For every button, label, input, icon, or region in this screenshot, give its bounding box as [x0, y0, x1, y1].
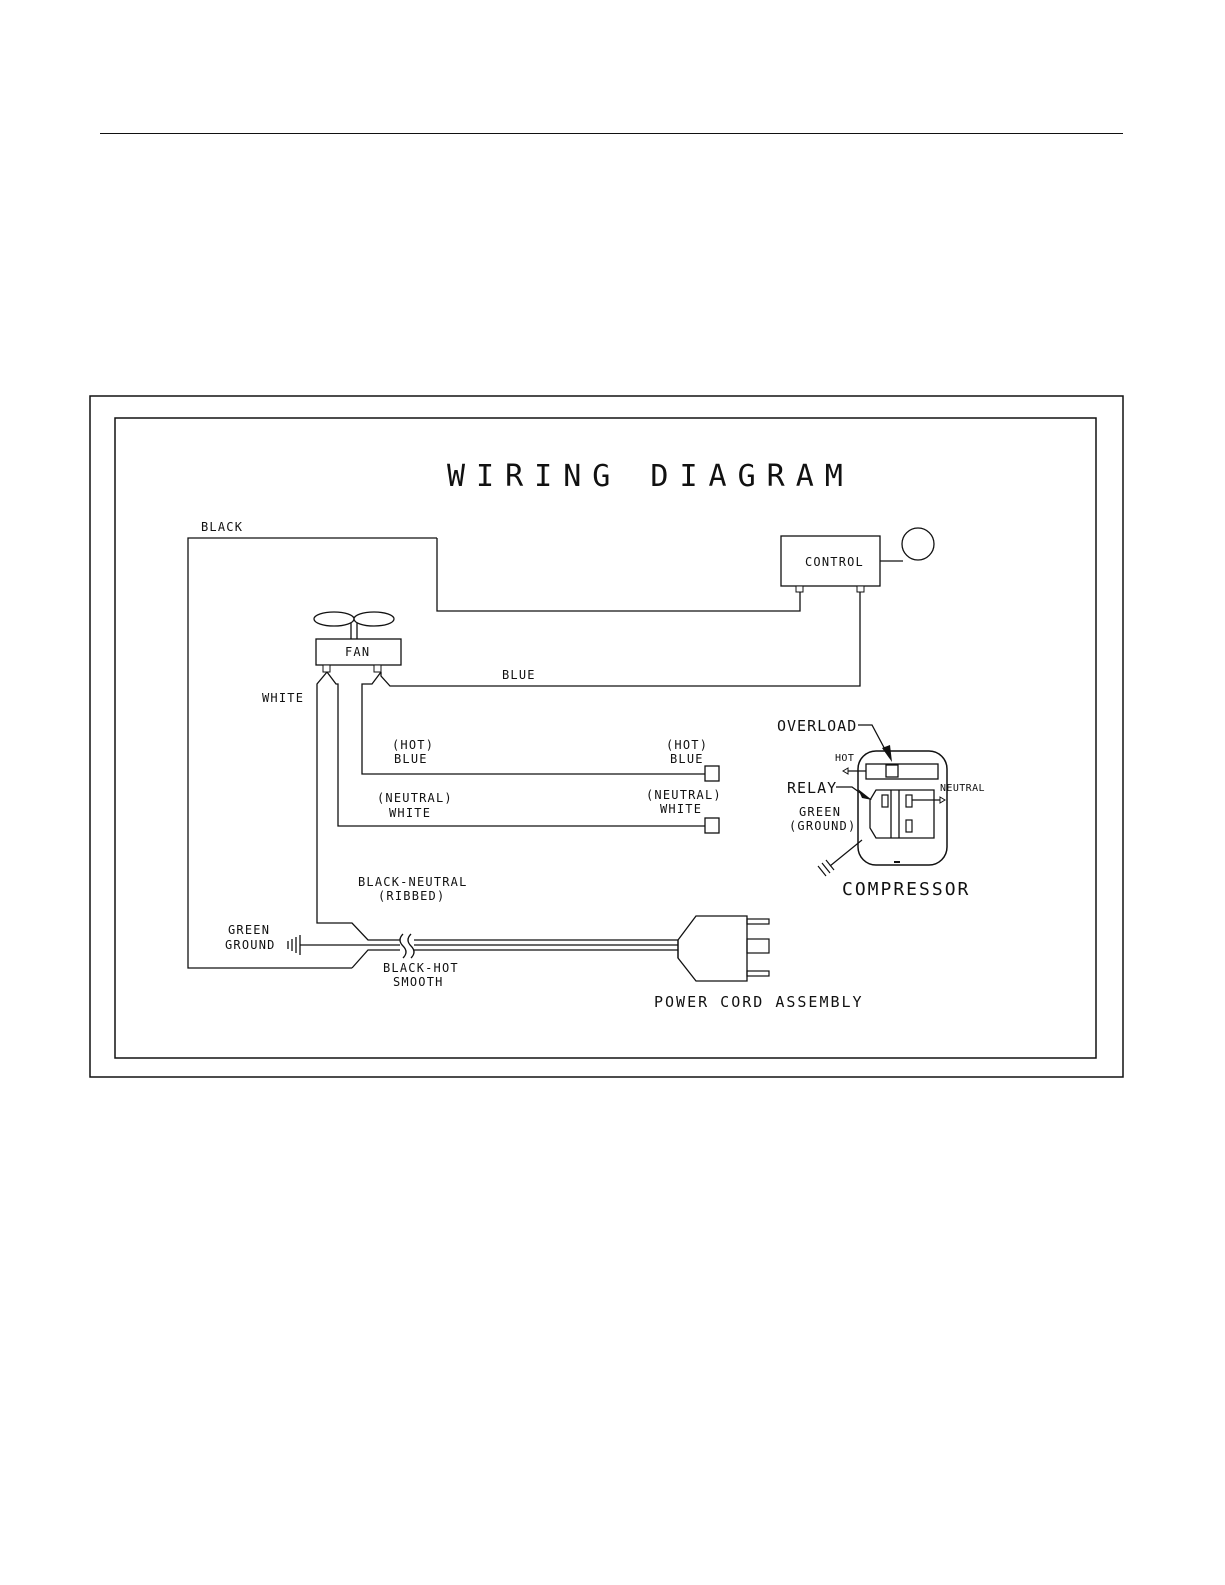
label-black: BLACK: [201, 520, 243, 534]
label-white-left: WHITE: [389, 806, 431, 820]
power-cord: [300, 934, 678, 968]
label-compressor: COMPRESSOR: [842, 879, 970, 900]
label-ground-left: GROUND: [225, 938, 276, 952]
ground-symbol-left: [288, 935, 300, 955]
label-fan: FAN: [345, 645, 370, 659]
fan-icon: [314, 612, 394, 639]
label-blue-left: BLUE: [394, 752, 428, 766]
label-hot-right: (HOT): [666, 738, 708, 752]
label-overload: OVERLOAD: [777, 717, 857, 735]
hot-terminal: [705, 766, 719, 781]
label-relay: RELAY: [787, 779, 837, 797]
label-hot-small: HOT: [835, 753, 854, 764]
neutral-terminal: [705, 818, 719, 833]
ground-symbol-right: [818, 840, 862, 876]
label-green-left: GREEN: [228, 923, 270, 937]
label-green-right: GREEN: [799, 805, 841, 819]
plug-icon: [678, 916, 769, 981]
label-control: CONTROL: [805, 555, 864, 569]
black-wire: [188, 538, 800, 968]
outer-frame: [90, 396, 1123, 1077]
sensor-bulb: [902, 528, 934, 560]
label-ground-right: (GROUND): [789, 819, 856, 833]
label-neutral-left: (NEUTRAL): [377, 791, 453, 805]
control-blue-wire: [381, 592, 860, 686]
label-black-neutral: BLACK-NEUTRAL: [358, 875, 468, 889]
label-power-cord-assembly: POWER CORD ASSEMBLY: [654, 993, 864, 1011]
label-blue-right: BLUE: [670, 752, 704, 766]
label-blue: BLUE: [502, 668, 536, 682]
inner-frame: [115, 418, 1096, 1058]
label-neutral-right: (NEUTRAL): [646, 788, 722, 802]
label-neutral-small: NEUTRAL: [940, 783, 985, 794]
label-white: WHITE: [262, 691, 304, 705]
relay-component: [870, 790, 945, 838]
diagram-title: WIRING DIAGRAM: [447, 459, 854, 494]
label-white-right: WHITE: [660, 802, 702, 816]
relay-leader: [836, 787, 872, 800]
label-hot-left: (HOT): [392, 738, 434, 752]
label-smooth: SMOOTH: [393, 975, 444, 989]
label-ribbed: (RIBBED): [378, 889, 445, 903]
label-black-hot: BLACK-HOT: [383, 961, 459, 975]
